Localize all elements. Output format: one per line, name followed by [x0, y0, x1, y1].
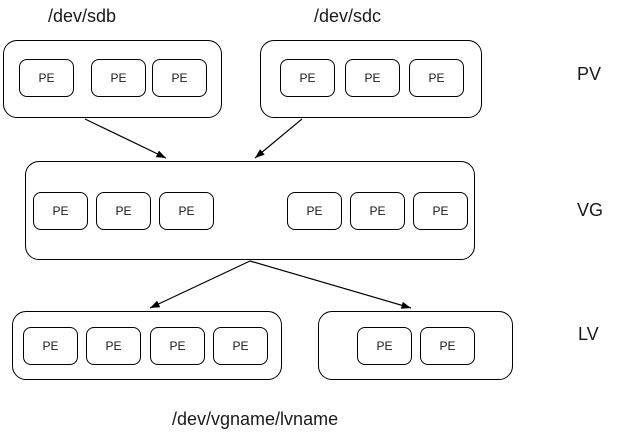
pe-cell[interactable]: PE — [287, 192, 342, 230]
pv-device-label-sdc: /dev/sdc — [314, 6, 382, 26]
pe-cell[interactable]: PE — [159, 192, 214, 230]
row-label-vg: VG — [577, 200, 604, 220]
pe-cell[interactable]: PE — [33, 192, 88, 230]
pe-cell[interactable]: PE — [420, 327, 475, 365]
arrow-vg-to-lv-1 — [149, 260, 251, 309]
pv-group-sdc[interactable]: PE PE PE — [260, 40, 482, 118]
pv-group-sdb[interactable]: PE PE PE — [3, 40, 222, 118]
pv-device-label-sdb: /dev/sdb — [48, 6, 117, 26]
pe-cell[interactable]: PE — [23, 327, 78, 365]
pe-cell[interactable]: PE — [152, 59, 207, 97]
row-label-pv: PV — [577, 64, 602, 84]
lv-group-1[interactable]: PE PE PE PE — [12, 311, 282, 380]
pe-cell[interactable]: PE — [213, 327, 268, 365]
pe-cell[interactable]: PE — [19, 59, 74, 97]
pe-cell[interactable]: PE — [409, 59, 464, 97]
row-label-lv: LV — [578, 324, 599, 344]
pe-cell[interactable]: PE — [150, 327, 205, 365]
pe-cell[interactable]: PE — [350, 192, 405, 230]
pe-cell[interactable]: PE — [96, 192, 151, 230]
pe-cell[interactable]: PE — [357, 327, 412, 365]
arrow-pv-sdc-to-vg — [254, 118, 303, 159]
vg-group[interactable]: PE PE PE PE PE PE — [25, 161, 475, 260]
arrow-pv-sdb-to-vg — [84, 118, 167, 159]
pe-cell[interactable]: PE — [345, 59, 400, 97]
pe-cell[interactable]: PE — [280, 59, 335, 97]
lv-group-2[interactable]: PE PE — [318, 311, 513, 380]
pe-cell[interactable]: PE — [86, 327, 141, 365]
lv-device-label: /dev/vgname/lvname — [172, 409, 339, 429]
pe-cell[interactable]: PE — [91, 59, 146, 97]
pe-cell[interactable]: PE — [413, 192, 468, 230]
arrow-vg-to-lv-2 — [249, 260, 412, 309]
